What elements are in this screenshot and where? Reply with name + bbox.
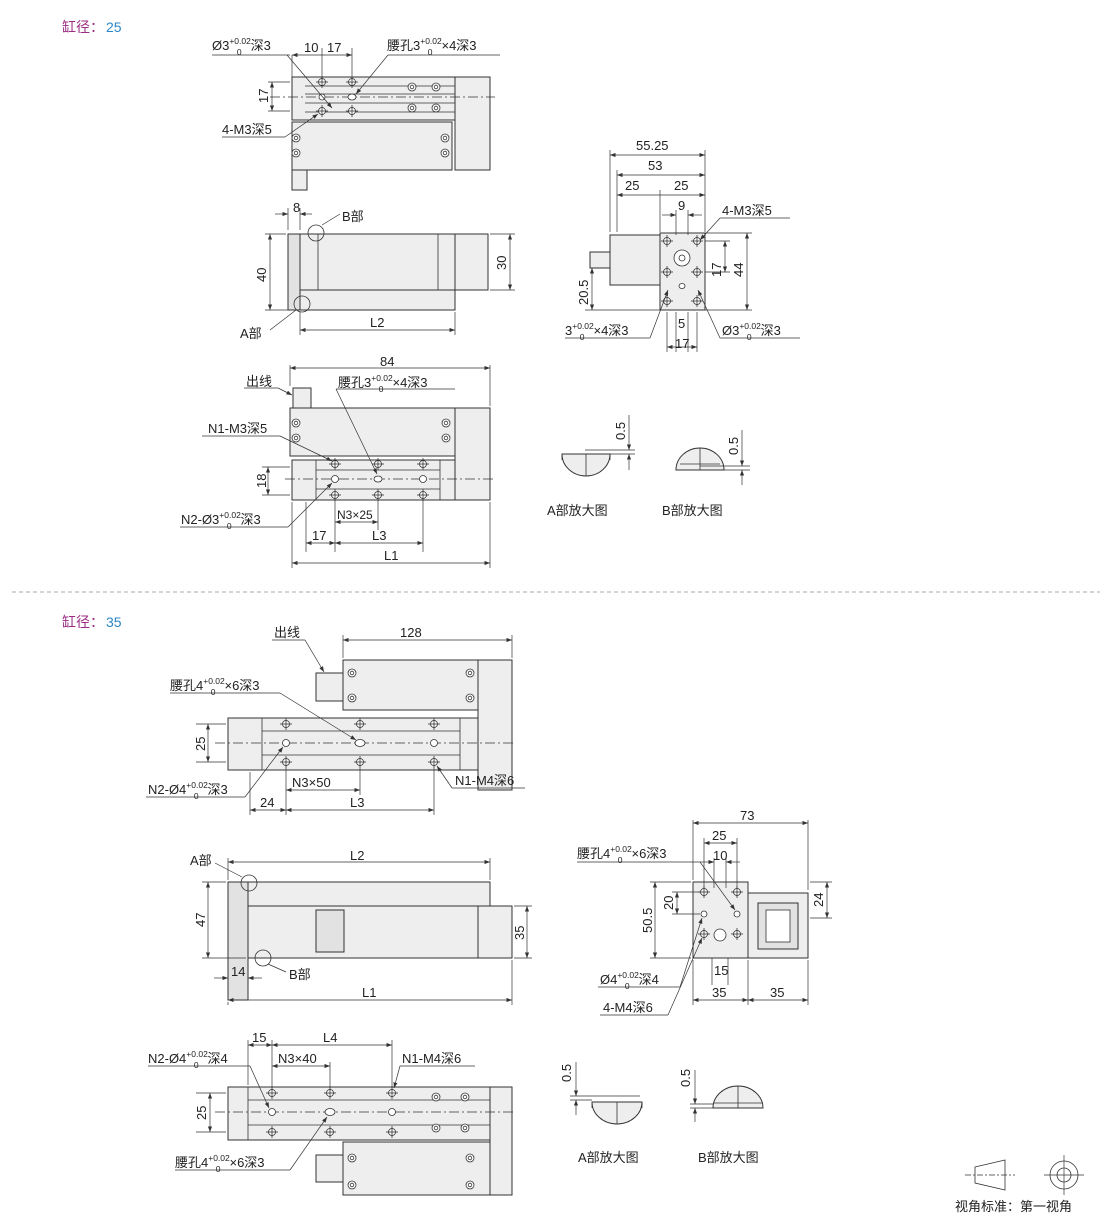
dim-84: 84 [380,354,394,369]
side-view: 8 B部 40 30 A部 L2 [240,200,515,341]
b-detail-caption: B部放大图 [698,1150,759,1165]
dim-20-5: 20.5 [576,280,591,305]
a-detail-dim: 0.5 [613,422,628,440]
dim-35: 35 [512,926,527,940]
first-angle-projection-symbol [965,1155,1084,1195]
view-standard-label: 视角标准：第一视角 [955,1199,1072,1214]
l3-label: L3 [372,528,386,543]
dim-10: 10 [304,40,318,55]
dim-15: 15 [252,1030,266,1045]
l3-label: L3 [350,795,364,810]
dim-18: 18 [254,474,269,488]
l4-label: L4 [323,1030,337,1045]
cable-out-label: 出线 [274,625,300,640]
b-part-label: B部 [289,967,311,982]
pitch-label: N3×40 [278,1051,317,1066]
b-detail-caption: B部放大图 [662,503,723,518]
dim-17: 17 [327,40,341,55]
dim-24: 24 [260,795,274,810]
dim-73: 73 [740,808,754,823]
tap-label: N1-M4深6 [455,773,514,788]
dim-50-5: 50.5 [640,908,655,933]
detail-views: 0.5 0.5 A部放大图 B部放大图 [547,415,750,518]
dim-17-vertical: 17 [256,89,271,103]
tap-label: N1-M4深6 [402,1051,461,1066]
tap-label: N1-M3深5 [208,421,267,436]
dim-17-vertical: 17 [709,263,724,277]
dim-17: 17 [675,336,689,351]
dim-14: 14 [231,964,245,979]
dim-25-right: 25 [674,178,688,193]
bore-label: 缸径： [62,614,104,630]
tap-label: 4-M3深5 [722,203,772,218]
cable-out-label: 出线 [246,374,272,389]
end-view: 55.25 53 25 25 9 4-M3深5 17 44 20.5 3+0.0… [565,138,800,352]
dim-30: 30 [494,256,509,270]
dim-53: 53 [648,158,662,173]
a-detail-caption: A部放大图 [547,503,608,518]
dim-40: 40 [254,268,269,282]
b-detail-dim: 0.5 [726,437,741,455]
dim-47: 47 [193,913,208,927]
dim-20: 20 [661,896,676,910]
dim-17: 17 [312,528,326,543]
dim-25: 25 [194,1106,209,1120]
dim-25-left: 25 [625,178,639,193]
dim-55-25: 55.25 [636,138,669,153]
dim-9: 9 [678,198,685,213]
a-part-label: A部 [190,853,212,868]
b-detail-dim: 0.5 [678,1069,693,1087]
a-part-label: A部 [240,326,262,341]
dim-5: 5 [678,316,685,331]
b-part-label: B部 [342,209,364,224]
dim-10: 10 [713,848,727,863]
dim-8: 8 [293,200,300,215]
dim-128: 128 [400,625,422,640]
bore-label: 缸径： [62,19,104,35]
tap-label: 4-M4深6 [603,1000,653,1015]
l1-label: L1 [362,985,376,1000]
l1-label: L1 [384,548,398,563]
tap-label: 4-M3深5 [222,122,272,137]
dim-35-left: 35 [712,985,726,1000]
dim-25: 25 [193,737,208,751]
pitch-label: N3×50 [292,775,331,790]
dim-35-right: 35 [770,985,784,1000]
dim-15: 15 [714,963,728,978]
l2-label: L2 [370,315,384,330]
bore-value: 25 [106,19,122,35]
a-detail-dim: 0.5 [559,1064,574,1082]
dim-24: 24 [811,893,826,907]
l2-label: L2 [350,848,364,863]
side-view: A部 L2 47 35 14 B部 L1 [190,848,532,1005]
bore-value: 35 [106,614,122,630]
pitch-label: N3×25 [337,508,373,522]
a-detail-caption: A部放大图 [578,1150,639,1165]
detail-views: 0.5 0.5 A部放大图 B部放大图 [559,1062,764,1165]
dim-44: 44 [731,263,746,277]
dim-25: 25 [712,828,726,843]
